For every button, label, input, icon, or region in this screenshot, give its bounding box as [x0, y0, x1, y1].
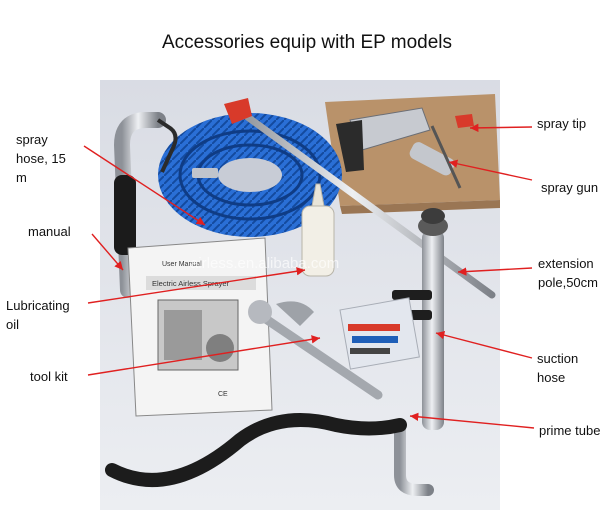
spray-gun: [336, 107, 474, 189]
product-photo: User Manual Electric Airless Sprayer CE: [100, 80, 500, 510]
manual-cover-title: Electric Airless Sprayer: [152, 279, 230, 288]
page-title: Accessories equip with EP models: [161, 32, 453, 53]
label-extension-pole: extension pole,50cm: [538, 256, 598, 290]
label-spray-gun: spray gun: [541, 180, 599, 195]
label-spray-hose: spray hose, 15 m: [16, 132, 66, 185]
prime-tube: [394, 419, 434, 496]
extension-pole: [234, 106, 496, 299]
watermark: airless.en.alibaba.com: [190, 255, 339, 272]
label-manual: manual: [28, 224, 71, 239]
label-spray-tip: spray tip: [537, 116, 587, 131]
label-lubricating-oil: Lubricating oil: [6, 298, 70, 332]
manual-heading: User Manual: [162, 261, 202, 268]
label-prime-tube: prime tube: [539, 423, 601, 438]
suction-tube-left: [113, 112, 166, 298]
suction-hose-right: [392, 208, 448, 430]
label-suction-hose: suction hose: [537, 351, 579, 385]
label-tool-kit: tool kit: [30, 369, 68, 384]
manual-ce-mark: CE: [218, 391, 228, 398]
spray-tip-guard: [224, 98, 252, 124]
black-hose: [105, 413, 407, 487]
oil-bottle: [301, 183, 335, 277]
